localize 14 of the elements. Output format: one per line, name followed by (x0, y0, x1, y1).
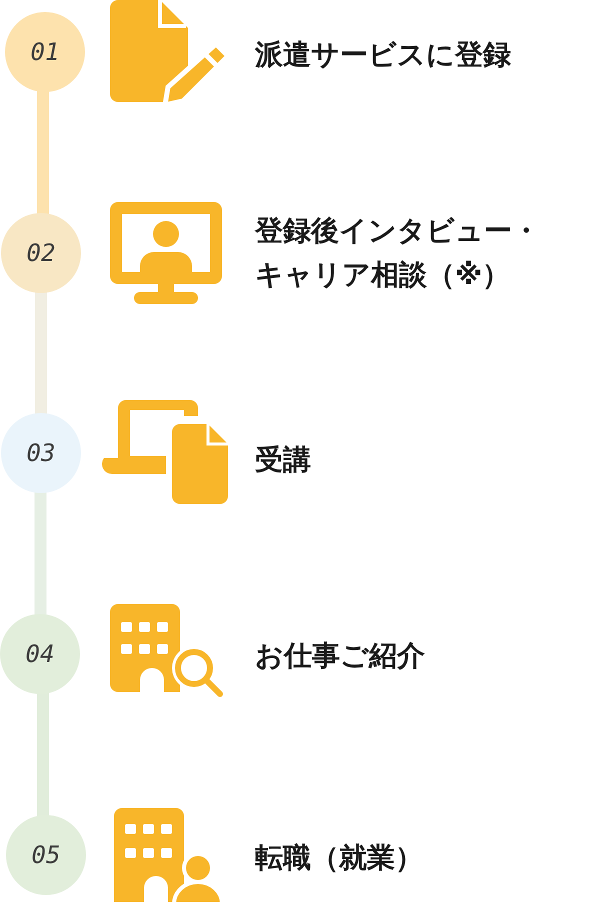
step-number: 01 (30, 38, 60, 66)
step-title: 派遣サービスに登録 (255, 37, 512, 73)
connector-line (37, 90, 49, 215)
connector-line (35, 291, 47, 415)
step-title: 登録後インタビュー・キャリア相談（※） (255, 213, 541, 293)
connector-line (37, 692, 49, 817)
step-number: 05 (32, 841, 60, 869)
step-title: 受講 (255, 442, 312, 478)
step-number: 03 (26, 439, 56, 467)
step-number: 04 (26, 640, 54, 668)
step-number: 02 (26, 239, 56, 267)
connector-line (34, 491, 46, 616)
step-title: お仕事ご紹介 (255, 638, 426, 674)
step-title: 転職（就業） (255, 840, 424, 876)
